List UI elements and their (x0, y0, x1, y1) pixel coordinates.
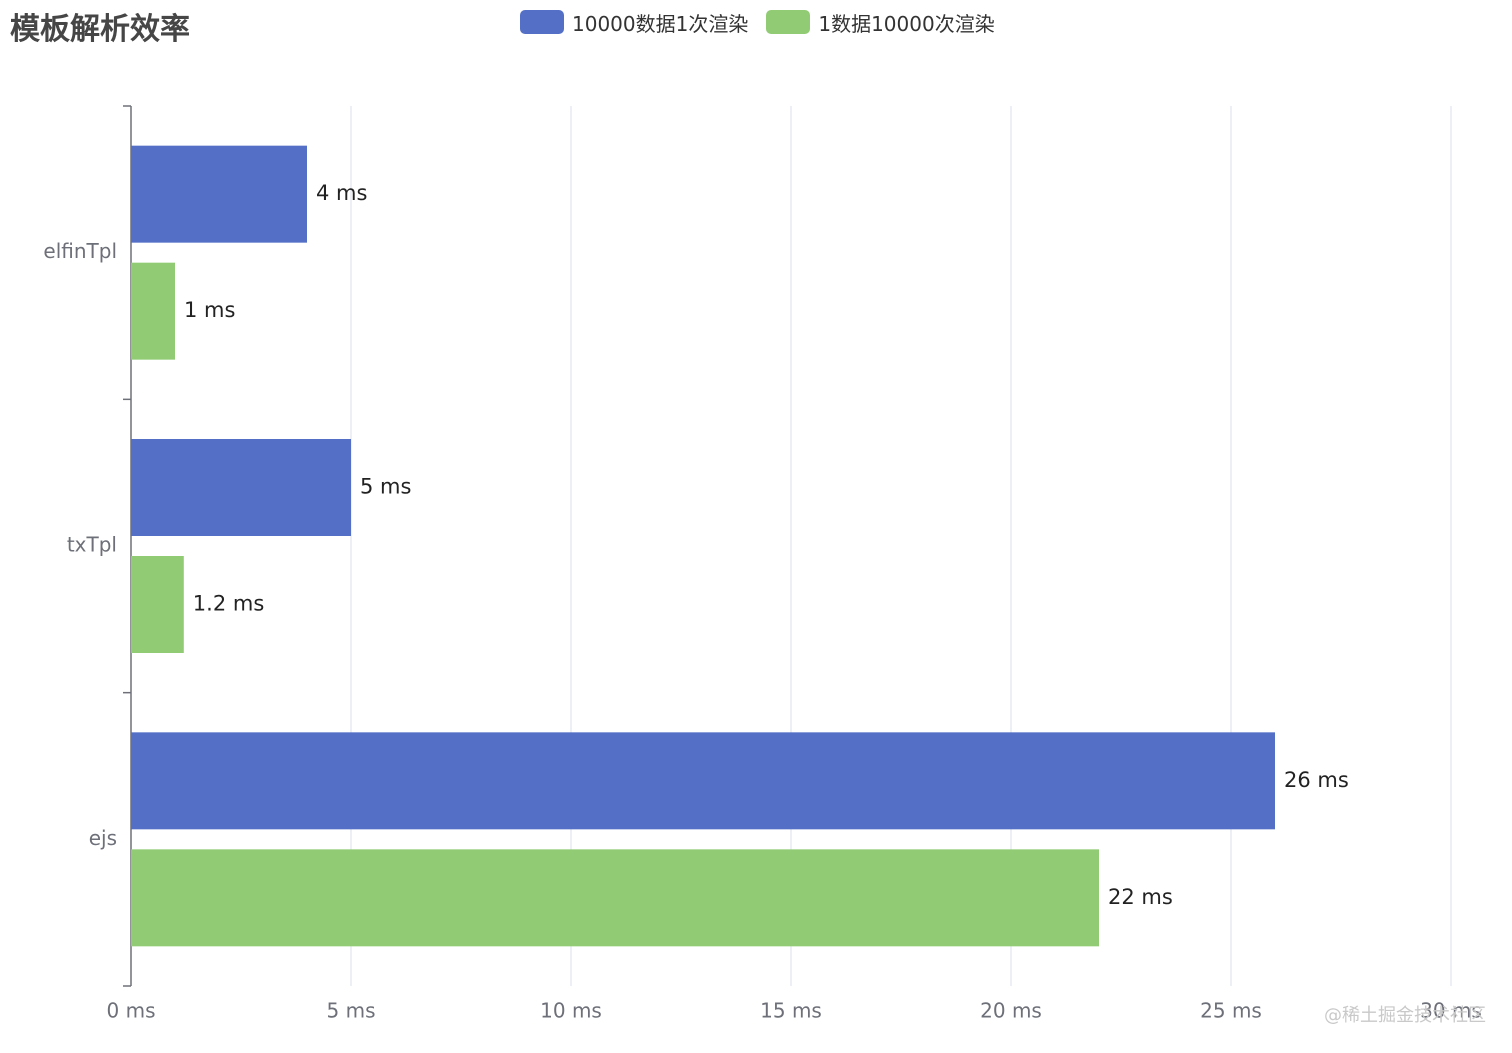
legend: 10000数据1次渲染 1数据10000次渲染 (520, 8, 1013, 36)
legend-item-series-2[interactable]: 1数据10000次渲染 (766, 8, 995, 37)
bar-0-0 (131, 145, 307, 243)
bar-value-label-2-1: 22 ms (1108, 885, 1173, 909)
bar-value-label-1-0: 5 ms (360, 475, 411, 499)
chart-title: 模板解析效率 (10, 12, 190, 47)
bar-2-1 (131, 849, 1099, 947)
x-tick-label-4: 20 ms (980, 999, 1042, 1023)
x-tick-label-3: 15 ms (760, 999, 822, 1023)
x-tick-label-2: 10 ms (540, 999, 602, 1023)
watermark: @稀土掘金技术社区 (1324, 1005, 1486, 1026)
x-tick-label-6: 30 ms (1420, 999, 1482, 1023)
category-label-0: elfinTpl (43, 239, 117, 263)
x-tick-label-5: 25 ms (1200, 999, 1262, 1023)
legend-label-series-1: 10000数据1次渲染 (572, 11, 749, 36)
x-tick-label-1: 5 ms (327, 999, 376, 1023)
legend-swatch-series-2 (766, 10, 811, 34)
x-tick-label-0: 0 ms (107, 999, 156, 1023)
bar-2-0 (131, 732, 1275, 830)
category-label-1: txTpl (67, 533, 117, 557)
bar-value-label-2-0: 26 ms (1284, 768, 1349, 792)
category-label-2: ejs (89, 826, 117, 850)
legend-item-series-1[interactable]: 10000数据1次渲染 (520, 8, 748, 37)
bar-value-label-1-1: 1.2 ms (193, 592, 264, 616)
bar-value-label-0-1: 1 ms (184, 298, 235, 322)
bar-value-label-0-0: 4 ms (316, 181, 367, 205)
legend-label-series-2: 1数据10000次渲染 (818, 11, 995, 36)
legend-swatch-series-1 (520, 10, 564, 34)
bar-0-1 (131, 262, 175, 360)
bar-1-1 (131, 556, 184, 653)
bar-1-0 (131, 439, 351, 536)
